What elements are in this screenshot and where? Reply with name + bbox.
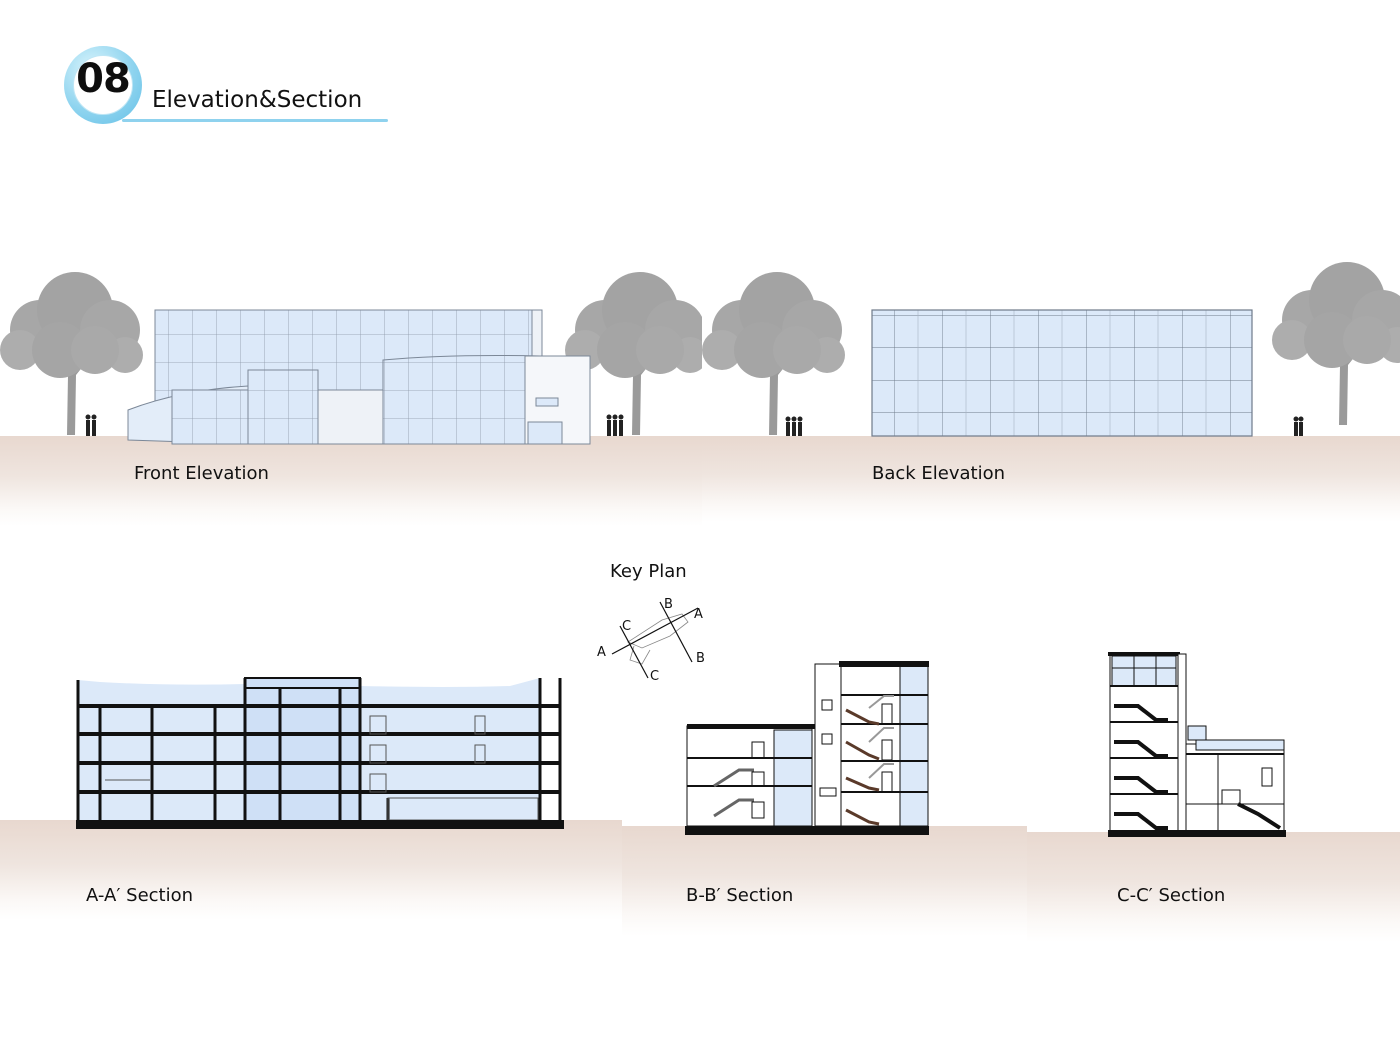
section-line-cc xyxy=(619,625,649,679)
section-cc-label: C-C′ Section xyxy=(1117,885,1226,906)
section-bb-label: B-B′ Section xyxy=(686,885,794,906)
section-number-badge xyxy=(64,46,142,124)
section-aa-ground xyxy=(0,820,622,920)
section-bb-drawing xyxy=(685,661,929,835)
tree-icon xyxy=(0,272,143,435)
key-marker-b: B xyxy=(664,597,673,612)
back-elevation-ground xyxy=(702,436,1400,522)
tree-icon xyxy=(1272,262,1400,425)
front-elevation-ground xyxy=(0,436,702,526)
section-bb-ground xyxy=(622,826,1027,936)
key-plan-title: Key Plan xyxy=(610,561,687,582)
people-icon xyxy=(785,416,1304,436)
key-marker-b: B xyxy=(696,651,705,666)
section-number: 08 xyxy=(76,56,131,102)
key-marker-a: A xyxy=(597,645,606,660)
key-marker-c: C xyxy=(622,619,631,634)
back-elevation-label: Back Elevation xyxy=(872,463,1006,484)
key-marker-c: C xyxy=(650,669,659,684)
title-underline xyxy=(122,119,388,122)
section-cc-drawing xyxy=(1108,652,1286,837)
section-aa-drawing xyxy=(76,677,564,829)
key-plan-diagram: A A B B C C xyxy=(597,597,705,684)
section-line-aa xyxy=(611,607,699,655)
front-elevation-label: Front Elevation xyxy=(134,463,269,484)
tree-icon xyxy=(702,272,845,435)
people-icon xyxy=(85,414,624,436)
page-title: Elevation&Section xyxy=(152,87,363,113)
section-line-bb xyxy=(659,601,693,663)
back-elevation-drawing xyxy=(702,262,1400,437)
key-marker-a: A xyxy=(694,607,703,622)
section-cc-ground xyxy=(1027,832,1400,942)
front-elevation-drawing xyxy=(0,272,702,445)
section-aa-label: A-A′ Section xyxy=(86,885,194,906)
